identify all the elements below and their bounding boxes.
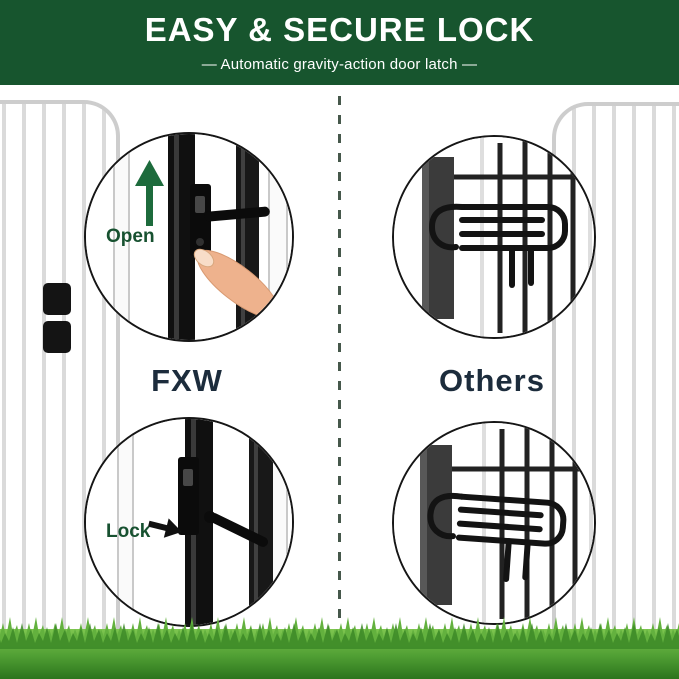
gate-hinge bbox=[43, 283, 71, 353]
brand-label-fxw: FXW bbox=[151, 363, 223, 398]
header-banner: EASY & SECURE LOCK — Automatic gravity-a… bbox=[0, 0, 679, 85]
gate-hinge-upper bbox=[43, 283, 71, 315]
fxw-locked-latch-photo: Lock bbox=[84, 417, 294, 627]
gravity-latch-bracket bbox=[178, 457, 199, 535]
banner-title: EASY & SECURE LOCK bbox=[144, 11, 535, 48]
lock-label: Lock bbox=[106, 521, 151, 542]
fxw-locked-latch-illustration: Lock bbox=[86, 419, 292, 625]
wire-spring-latch bbox=[427, 492, 567, 582]
wire-spring-latch bbox=[428, 203, 568, 288]
gravity-latch-bracket bbox=[190, 184, 211, 256]
others-latch-photo-bottom bbox=[392, 421, 596, 625]
finger-icon bbox=[193, 248, 280, 319]
gate-frame-post-right bbox=[249, 419, 273, 625]
brand-label-others: Others bbox=[439, 363, 545, 398]
latch-handle-rod bbox=[203, 206, 270, 222]
others-latch-illustration bbox=[394, 137, 594, 337]
others-latch-photo-top bbox=[392, 135, 596, 339]
fence-post bbox=[420, 445, 452, 605]
lock-arrow-icon bbox=[148, 518, 182, 538]
comparison-divider-line bbox=[338, 96, 341, 628]
grass-illustration bbox=[0, 615, 679, 679]
grass-strip bbox=[0, 615, 679, 679]
up-arrow-icon bbox=[135, 160, 164, 226]
open-label: Open bbox=[106, 226, 155, 247]
banner-subtitle: — Automatic gravity-action door latch — bbox=[201, 56, 478, 73]
latch-handle-rod-dropped bbox=[209, 513, 269, 547]
others-latch-illustration-2 bbox=[394, 423, 594, 623]
fxw-open-latch-photo: Open bbox=[84, 132, 294, 342]
latch-pivot bbox=[204, 511, 216, 523]
gate-hinge-lower bbox=[43, 321, 71, 353]
fxw-open-latch-illustration: Open bbox=[86, 134, 292, 340]
